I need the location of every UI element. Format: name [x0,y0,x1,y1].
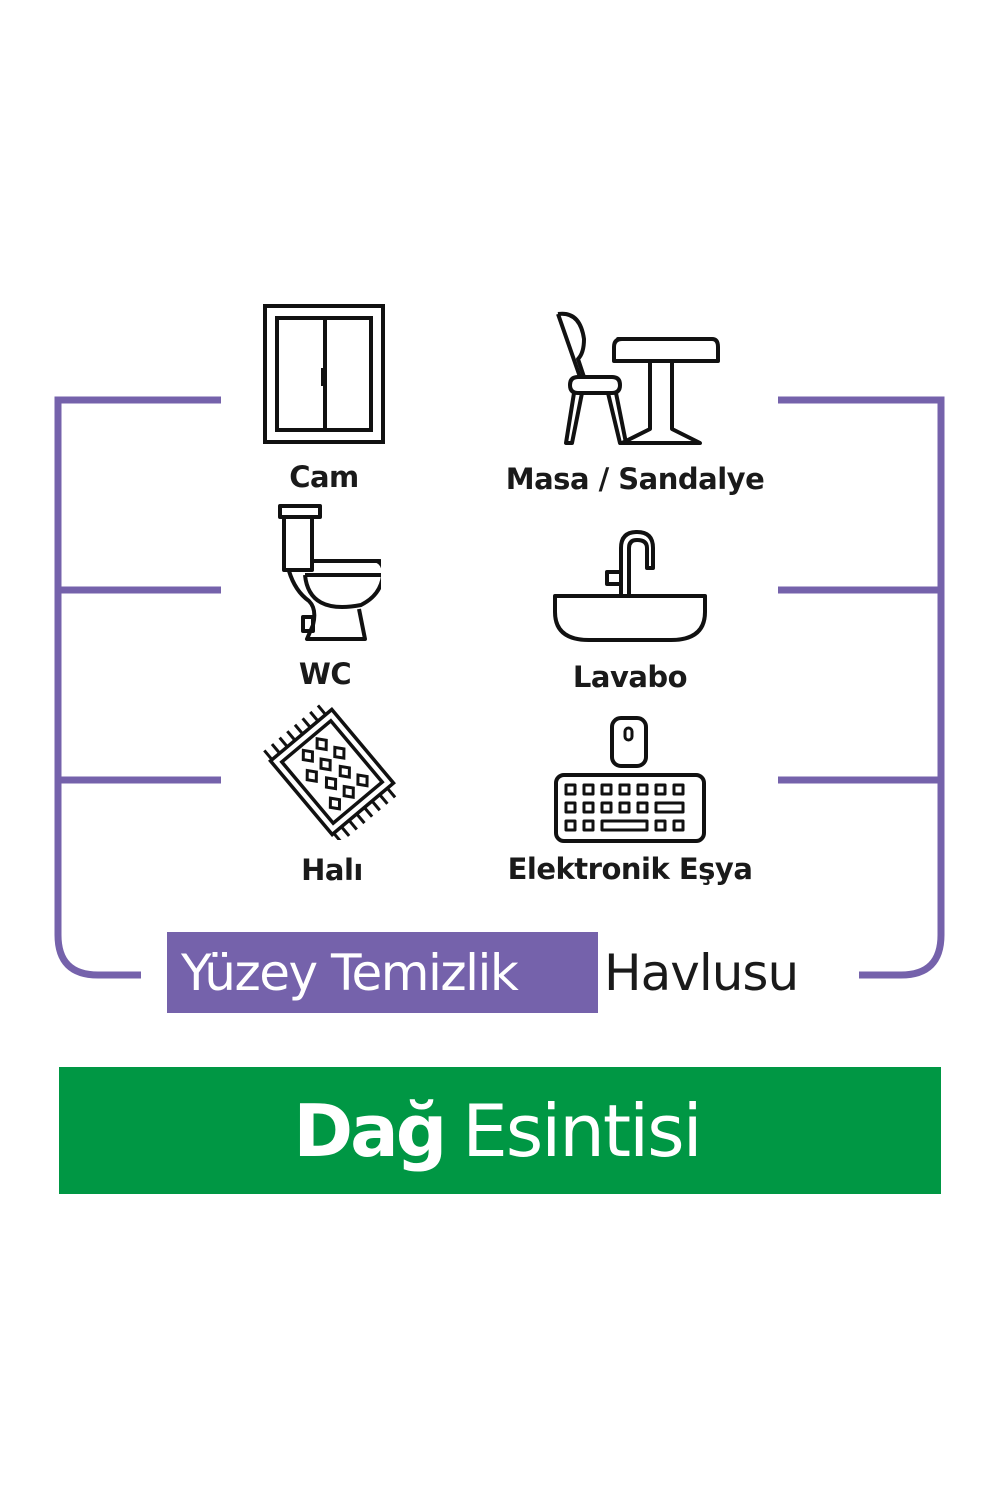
sink-icon [553,530,707,642]
toilet-icon [278,504,381,641]
surface-label: Masa / Sandalye [505,462,765,496]
surface-item-hali: Halı [252,704,412,885]
window-icon [263,304,385,444]
surface-item-masa-sandalye: Masa / Sandalye [490,311,780,494]
product-title: Yüzey Temizlik Havlusu [167,932,799,1013]
product-title-highlight: Yüzey Temizlik [167,932,598,1013]
surface-label: Elektronik Eşya [507,852,753,886]
surface-item-lavabo: Lavabo [540,528,720,692]
product-title-rest: Havlusu [604,943,799,1002]
surface-label: Lavabo [572,660,688,694]
keyboard-mouse-icon [554,716,706,843]
surface-item-wc: WC [260,503,390,689]
surface-label: WC [298,657,352,691]
rug-icon [263,704,397,840]
variant-banner: Dağ Esintisi [59,1067,941,1194]
chair-table-icon [556,311,720,445]
surface-item-elektronik-esya: Elektronik Eşya [490,715,770,884]
variant-name-bold: Dağ [293,1088,447,1173]
surface-item-cam: Cam [249,303,399,492]
surface-label: Cam [289,460,359,494]
variant-name-light: Esintisi [462,1088,702,1173]
surface-label: Halı [301,853,363,887]
